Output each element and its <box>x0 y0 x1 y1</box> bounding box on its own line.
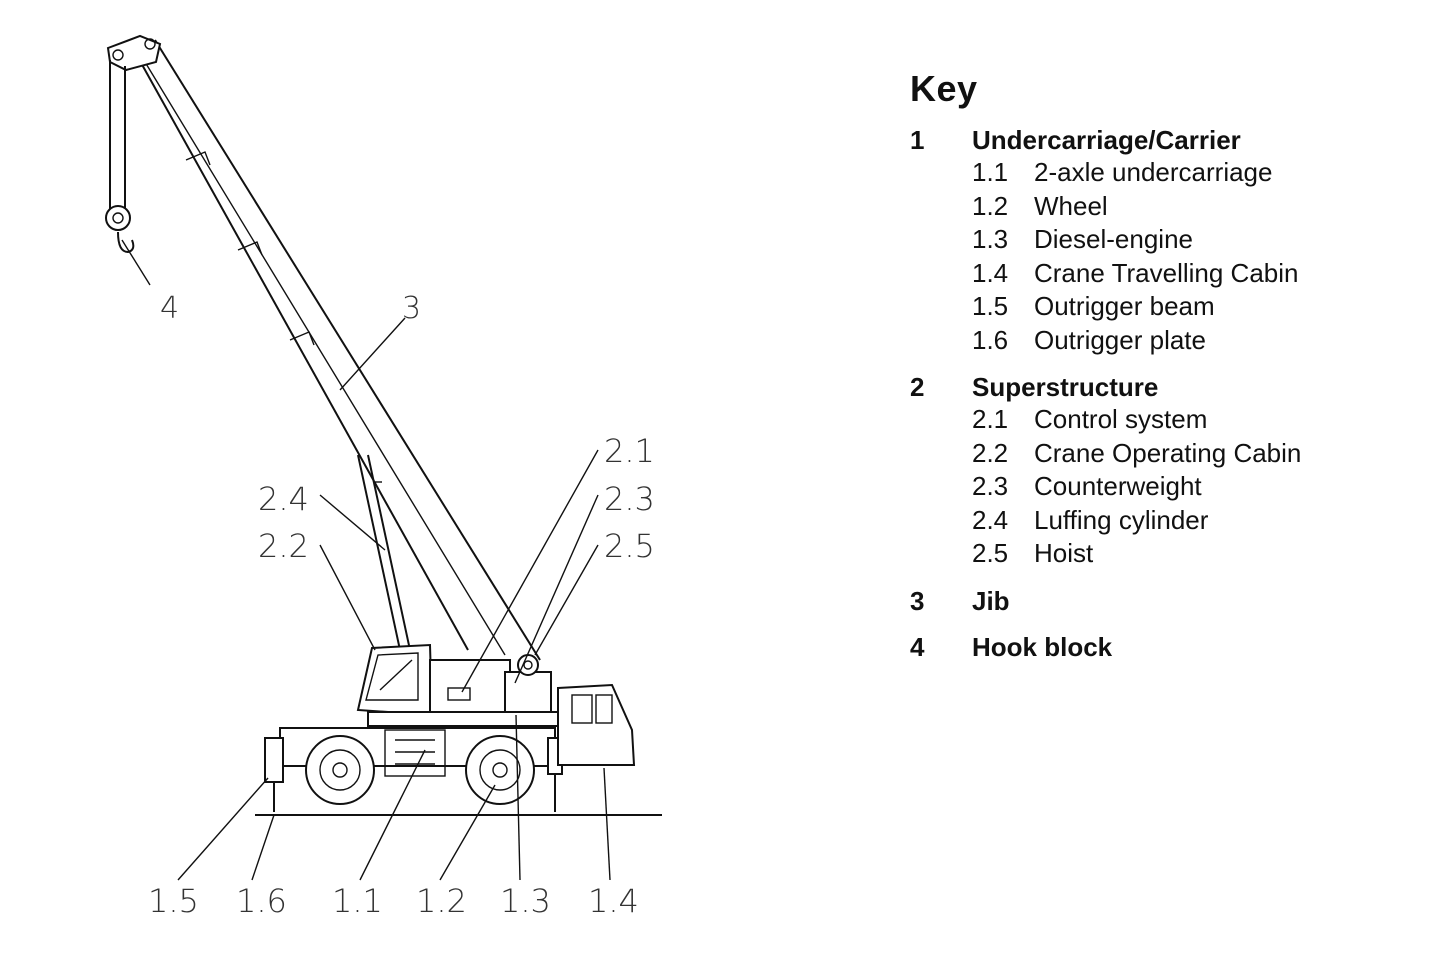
key-group-label: Hook block <box>972 631 1113 662</box>
key-item: 1.3 Diesel-engine <box>910 223 1410 257</box>
key-item-number: 1.3 <box>972 224 1009 254</box>
key-item-number: 1.5 <box>972 291 1009 321</box>
key-item-number: 1.2 <box>972 190 1009 221</box>
key-item-label: Hoist <box>1034 538 1094 568</box>
callout-2-5: 2.5 <box>604 527 655 565</box>
key-item: 1.2 Wheel <box>910 190 1410 224</box>
key-group-number: 2 <box>910 372 925 402</box>
key-item-number: 1.6 <box>972 324 1009 355</box>
key-item-label: Counterweight <box>1034 471 1202 501</box>
key-item-number: 2.5 <box>972 538 1009 568</box>
luffing-cylinder <box>357 454 411 651</box>
key-item-label: Outrigger beam <box>1034 291 1215 321</box>
key-group-heading: 3 Jib <box>910 585 1410 617</box>
key-item-label: 2-axle undercarriage <box>1034 157 1273 187</box>
key-item: 1.1 2-axle undercarriage <box>910 156 1410 190</box>
key-item: 2.1 Control system <box>910 403 1410 437</box>
key-item-number: 2.2 <box>972 437 1009 468</box>
key-item-label: Crane Travelling Cabin <box>1034 257 1299 288</box>
key-group: 3 Jib <box>910 585 1410 617</box>
key-item: 1.4 Crane Travelling Cabin <box>910 257 1410 291</box>
key-item: 2.2 Crane Operating Cabin <box>910 437 1410 471</box>
key-group-heading: 4 Hook block <box>910 631 1410 663</box>
key-item-label: Diesel-engine <box>1034 224 1193 254</box>
key-item: 2.4 Luffing cylinder <box>910 504 1410 538</box>
callout-2-2: 2.2 <box>258 527 309 565</box>
callout-1-2: 1.2 <box>416 882 467 920</box>
key-item-label: Control system <box>1034 404 1208 434</box>
callout-1-4: 1.4 <box>588 882 639 920</box>
callout-4: 4 <box>160 291 179 326</box>
key-item-label: Outrigger plate <box>1034 324 1206 355</box>
jib <box>106 34 541 661</box>
callout-1-1: 1.1 <box>332 882 383 920</box>
key-group-heading: 2 Superstructure <box>910 371 1410 403</box>
key-group-number: 4 <box>910 631 925 662</box>
key-item: 1.5 Outrigger beam <box>910 290 1410 324</box>
callout-2-1: 2.1 <box>604 432 655 470</box>
callout-2-3: 2.3 <box>604 480 655 518</box>
key-group-number: 3 <box>910 585 925 616</box>
key-group-label: Jib <box>972 585 1010 616</box>
callout-1-3: 1.3 <box>500 882 551 920</box>
key-item-label: Wheel <box>1034 190 1108 221</box>
key-group-label: Superstructure <box>972 372 1159 402</box>
crane-diagram: 4 3 2.4 2.2 2.1 2.3 2.5 1.5 1.6 1.1 1.2 … <box>105 34 662 920</box>
key-item: 2.5 Hoist <box>910 537 1410 571</box>
key-item-number: 2.4 <box>972 504 1009 535</box>
key-item-number: 1.4 <box>972 257 1009 288</box>
key-group: 4 Hook block <box>910 631 1410 663</box>
key-item: 2.3 Counterweight <box>910 470 1410 504</box>
superstructure <box>356 643 561 727</box>
key-item: 1.6 Outrigger plate <box>910 324 1410 358</box>
key-item-label: Luffing cylinder <box>1034 504 1209 535</box>
callout-3: 3 <box>402 291 421 326</box>
leader-lines <box>121 239 611 881</box>
hook-block <box>105 60 135 254</box>
key-item-number: 1.1 <box>972 157 1009 187</box>
key-item-number: 2.3 <box>972 471 1009 501</box>
key-title: Key <box>910 68 978 109</box>
key-item-number: 2.1 <box>972 404 1009 434</box>
callout-2-4: 2.4 <box>258 480 309 518</box>
key-group-heading: 1 Undercarriage/Carrier <box>910 124 1410 156</box>
callout-1-5: 1.5 <box>148 882 199 920</box>
key-item-label: Crane Operating Cabin <box>1034 437 1302 468</box>
callout-1-6: 1.6 <box>236 882 287 920</box>
key-group-label: Undercarriage/Carrier <box>972 125 1241 155</box>
key-group-number: 1 <box>910 125 925 155</box>
